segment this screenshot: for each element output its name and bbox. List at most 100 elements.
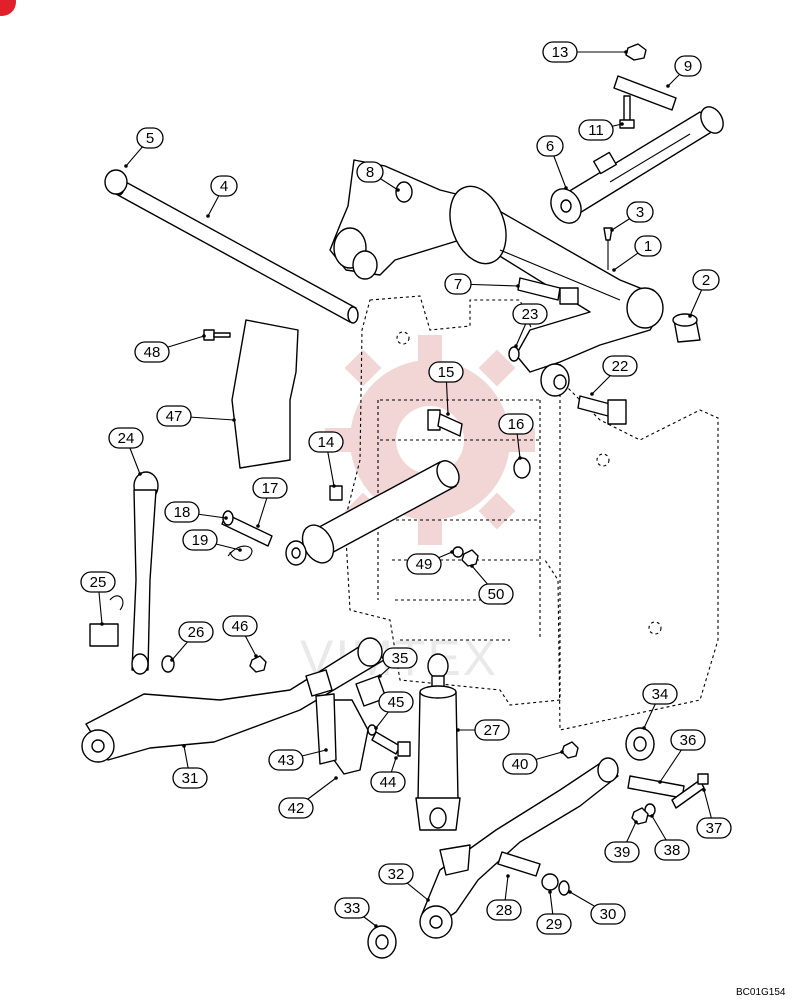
ring-8 xyxy=(395,181,413,203)
leader-tip-35 xyxy=(378,674,382,678)
clevis-25 xyxy=(89,595,124,647)
callout-number: 1 xyxy=(644,238,652,255)
callout-36: 36 xyxy=(670,729,706,751)
callout-number: 6 xyxy=(546,138,554,155)
callout-38: 38 xyxy=(654,839,690,861)
callout-46: 46 xyxy=(222,615,258,637)
callout-number: 26 xyxy=(188,624,205,641)
leader-tip-9 xyxy=(666,84,670,88)
callout-bubble xyxy=(356,161,384,183)
callout-7: 7 xyxy=(444,273,472,295)
pin-15 xyxy=(427,409,463,437)
callout-bubble xyxy=(674,55,702,77)
callout-number: 39 xyxy=(614,844,631,861)
callout-48: 48 xyxy=(134,341,170,363)
callout-number: 45 xyxy=(388,694,405,711)
callout-18: 18 xyxy=(164,501,200,523)
callout-44: 44 xyxy=(370,771,406,793)
callout-number: 15 xyxy=(438,364,455,381)
callout-bubble xyxy=(626,201,654,223)
callout-number: 33 xyxy=(344,900,361,917)
washer-49 xyxy=(452,546,464,558)
bushing-33 xyxy=(367,925,397,959)
leader-tip-1 xyxy=(612,268,616,272)
callout-number: 9 xyxy=(684,58,692,75)
callout-15: 15 xyxy=(428,361,464,383)
callout-bubble xyxy=(378,863,414,885)
callout-bubble xyxy=(590,903,626,925)
leader-tip-11 xyxy=(620,122,624,126)
fitting-3 xyxy=(603,227,613,241)
leader-tip-30 xyxy=(568,890,572,894)
callout-bubble xyxy=(498,413,534,435)
leader-tip-36 xyxy=(658,780,662,784)
figure-code: BC01G154 xyxy=(736,987,786,998)
callout-bubble xyxy=(406,553,442,575)
callout-number: 29 xyxy=(546,916,563,933)
leader-tip-19 xyxy=(238,548,242,552)
leader-tip-48 xyxy=(202,334,206,338)
leader-tip-22 xyxy=(590,392,594,396)
callout-number: 11 xyxy=(588,122,604,139)
callout-bubble xyxy=(670,729,706,751)
leader-tip-45 xyxy=(374,726,378,730)
callout-number: 3 xyxy=(636,204,644,221)
callout-11: 11 xyxy=(578,119,614,141)
leader-tip-29 xyxy=(548,890,552,894)
callout-27: 27 xyxy=(474,719,510,741)
callout-bubble xyxy=(642,683,678,705)
callout-49: 49 xyxy=(406,553,442,575)
leader-tip-46 xyxy=(254,654,258,658)
pin-28 xyxy=(497,851,541,877)
callout-number: 32 xyxy=(388,866,405,883)
callout-bubble xyxy=(164,501,200,523)
pin-9 xyxy=(613,75,677,111)
callout-bubble xyxy=(604,841,640,863)
callout-3: 3 xyxy=(626,201,654,223)
leader-tip-27 xyxy=(456,728,460,732)
callout-number: 25 xyxy=(90,574,107,591)
leader-tip-8 xyxy=(396,188,400,192)
callout-bubble xyxy=(268,749,304,771)
callout-number: 50 xyxy=(488,586,505,603)
callout-24: 24 xyxy=(108,427,144,449)
leader-tip-43 xyxy=(324,748,328,752)
callout-number: 37 xyxy=(706,820,723,837)
callout-bubble xyxy=(210,175,238,197)
callout-bubble xyxy=(542,41,578,63)
callout-bubble xyxy=(474,719,510,741)
leader-tip-28 xyxy=(506,874,510,878)
leader-tip-39 xyxy=(634,820,638,824)
callout-1: 1 xyxy=(634,235,662,257)
callout-19: 19 xyxy=(182,529,218,551)
callout-30: 30 xyxy=(590,903,626,925)
leader-tip-13 xyxy=(624,50,628,54)
callout-bubble xyxy=(172,767,208,789)
clip-19 xyxy=(227,545,253,561)
callout-bubble xyxy=(478,583,514,605)
callout-bubble xyxy=(252,477,288,499)
ring-23 xyxy=(508,346,520,362)
leader-tip-17 xyxy=(256,524,260,528)
callout-bubble xyxy=(602,355,638,377)
callout-bubble xyxy=(654,839,690,861)
leader-tip-24 xyxy=(138,472,142,476)
callout-bubble xyxy=(136,127,164,149)
leader-tip-50 xyxy=(470,564,474,568)
plate-43 xyxy=(315,693,337,765)
callout-35: 35 xyxy=(382,647,418,669)
callout-number: 7 xyxy=(454,276,462,293)
callout-number: 13 xyxy=(552,44,569,61)
callout-bubble xyxy=(536,135,564,157)
nut-50 xyxy=(461,549,479,567)
leader-tip-47 xyxy=(232,418,236,422)
callout-8: 8 xyxy=(356,161,384,183)
callout-bubble xyxy=(536,913,572,935)
callout-33: 33 xyxy=(334,897,370,919)
leader-tip-40 xyxy=(560,750,564,754)
callout-bubble xyxy=(134,341,170,363)
leader-tip-26 xyxy=(170,658,174,662)
callout-bubble xyxy=(80,571,116,593)
leader-tip-32 xyxy=(426,898,430,902)
bolt-40 xyxy=(561,741,579,759)
